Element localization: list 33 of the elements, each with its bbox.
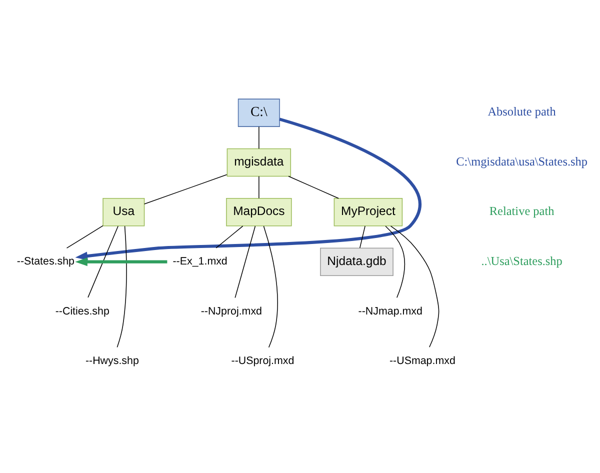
connector — [385, 225, 406, 298]
label: Absolute path — [488, 104, 556, 118]
arrow — [75, 257, 168, 266]
connector — [88, 225, 118, 298]
node-text: --States.shp — [16, 255, 75, 268]
node-text: --NJproj.mxd — [200, 304, 262, 317]
arrow — [75, 117, 422, 260]
node-box: Njdata.gdb — [320, 247, 394, 276]
label: C:\mgisdata\usa\States.shp — [456, 154, 588, 168]
node-box: Usa — [102, 198, 145, 226]
node-box: MyProject — [334, 198, 403, 226]
connector — [359, 225, 366, 248]
node-text: --USmap.mxd — [390, 354, 456, 367]
connector — [263, 225, 278, 348]
connector — [258, 176, 260, 198]
node-text: --Hwys.shp — [85, 354, 139, 367]
connector — [216, 225, 244, 248]
connector — [288, 175, 339, 198]
node-text: --Cities.shp — [55, 304, 110, 317]
node-box: C:\ — [238, 98, 280, 126]
label: Relative path — [489, 204, 554, 218]
connector — [66, 224, 104, 248]
node-box: mgisdata — [226, 148, 292, 176]
label: ..\Usa\States.shp — [481, 253, 562, 268]
node-text: --NJmap.mxd — [358, 304, 422, 317]
connector — [144, 174, 228, 204]
node-text: --USproj.mxd — [231, 354, 294, 367]
node-box: MapDocs — [226, 198, 292, 226]
connector — [234, 225, 256, 298]
connector — [390, 225, 440, 347]
connector — [258, 126, 260, 148]
connector — [116, 225, 127, 348]
node-text: --Ex_1.mxd — [172, 255, 228, 268]
